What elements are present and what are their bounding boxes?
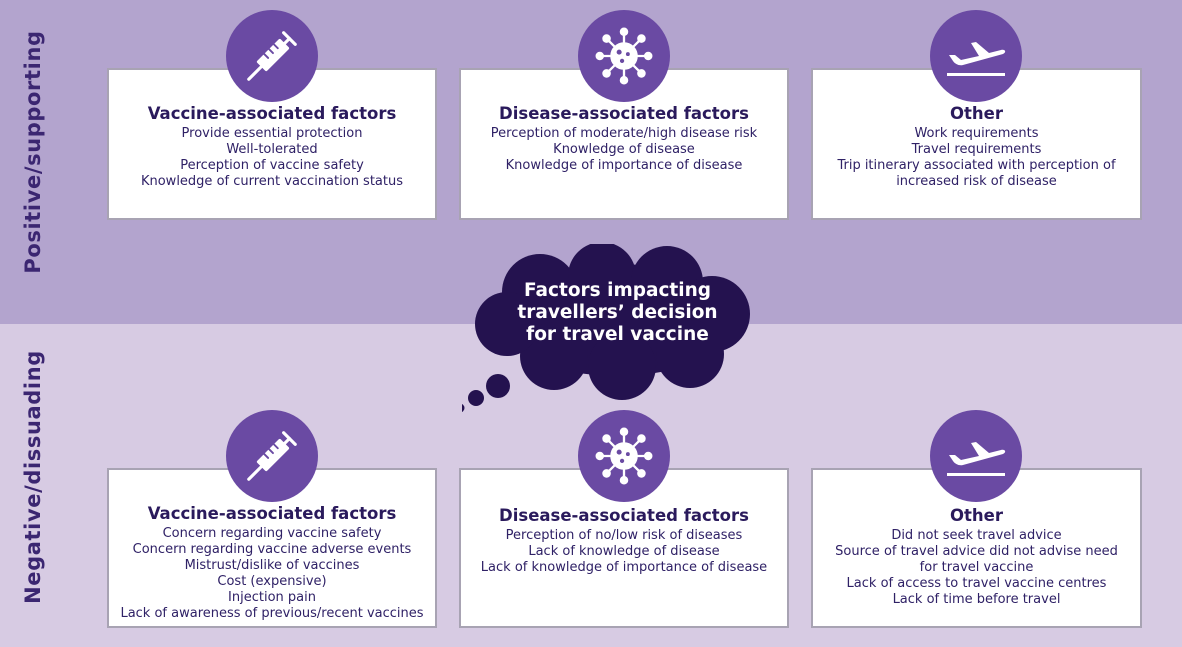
center-title: Factors impacting travellers’ decision f… xyxy=(505,280,730,346)
list-item: Source of travel advice did not advise n… xyxy=(835,544,1118,559)
list-item: Knowledge of current vaccination status xyxy=(140,174,404,189)
factor-list: Provide essential protection Well-tolera… xyxy=(109,126,435,190)
card-title: Other xyxy=(950,506,1003,525)
factor-list: Perception of no/low risk of diseases La… xyxy=(461,528,787,576)
card-title: Vaccine-associated factors xyxy=(147,504,397,523)
list-item: Provide essential protection xyxy=(181,126,363,141)
factor-list: Perception of moderate/high disease risk… xyxy=(461,126,787,174)
factor-list: Did not seek travel advice Source of tra… xyxy=(813,528,1140,608)
syringe-icon xyxy=(226,410,318,502)
list-item: Perception of no/low risk of diseases xyxy=(505,528,743,543)
negative-dissuading-label: Negative/dissuading xyxy=(21,350,45,604)
list-item: Did not seek travel advice xyxy=(891,528,1062,543)
card-title: Disease-associated factors xyxy=(499,506,749,525)
list-item: Mistrust/dislike of vaccines xyxy=(184,558,360,573)
positive-supporting-label: Positive/supporting xyxy=(21,30,45,274)
list-item: increased risk of disease xyxy=(896,174,1057,189)
airplane-takeoff-icon xyxy=(930,410,1022,502)
virus-icon xyxy=(578,410,670,502)
list-item: Knowledge of disease xyxy=(553,142,695,157)
center-title-line: Factors impacting xyxy=(523,280,712,301)
list-item: Work requirements xyxy=(914,126,1039,141)
list-item: for travel vaccine xyxy=(919,560,1034,575)
card-title: Vaccine-associated factors xyxy=(147,104,397,123)
card-title: Other xyxy=(950,104,1003,123)
factor-list: Concern regarding vaccine safety Concern… xyxy=(109,526,435,622)
list-item: Travel requirements xyxy=(911,142,1042,157)
list-item: Lack of time before travel xyxy=(892,592,1061,607)
airplane-takeoff-icon xyxy=(930,10,1022,102)
list-item: Lack of knowledge of importance of disea… xyxy=(480,560,768,575)
list-item: Cost (expensive) xyxy=(217,574,327,589)
card-title: Disease-associated factors xyxy=(499,104,749,123)
positive-vaccine-card: Vaccine-associated factors Provide essen… xyxy=(107,68,437,220)
list-item: Concern regarding vaccine safety xyxy=(162,526,382,541)
list-item: Knowledge of importance of disease xyxy=(505,158,743,173)
center-title-line: for travel vaccine xyxy=(526,324,709,345)
list-item: Concern regarding vaccine adverse events xyxy=(132,542,412,557)
factor-list: Work requirements Travel requirements Tr… xyxy=(813,126,1140,190)
syringe-icon xyxy=(226,10,318,102)
list-item: Perception of vaccine safety xyxy=(180,158,364,173)
list-item: Trip itinerary associated with perceptio… xyxy=(837,158,1116,173)
list-item: Perception of moderate/high disease risk xyxy=(490,126,758,141)
list-item: Lack of awareness of previous/recent vac… xyxy=(120,606,424,621)
list-item: Well-tolerated xyxy=(226,142,318,157)
center-title-line: travellers’ decision xyxy=(517,302,718,323)
virus-icon xyxy=(578,10,670,102)
list-item: Lack of access to travel vaccine centres xyxy=(846,576,1107,591)
list-item: Lack of knowledge of disease xyxy=(528,544,720,559)
thought-cloud xyxy=(462,244,750,413)
list-item: Injection pain xyxy=(228,590,316,605)
